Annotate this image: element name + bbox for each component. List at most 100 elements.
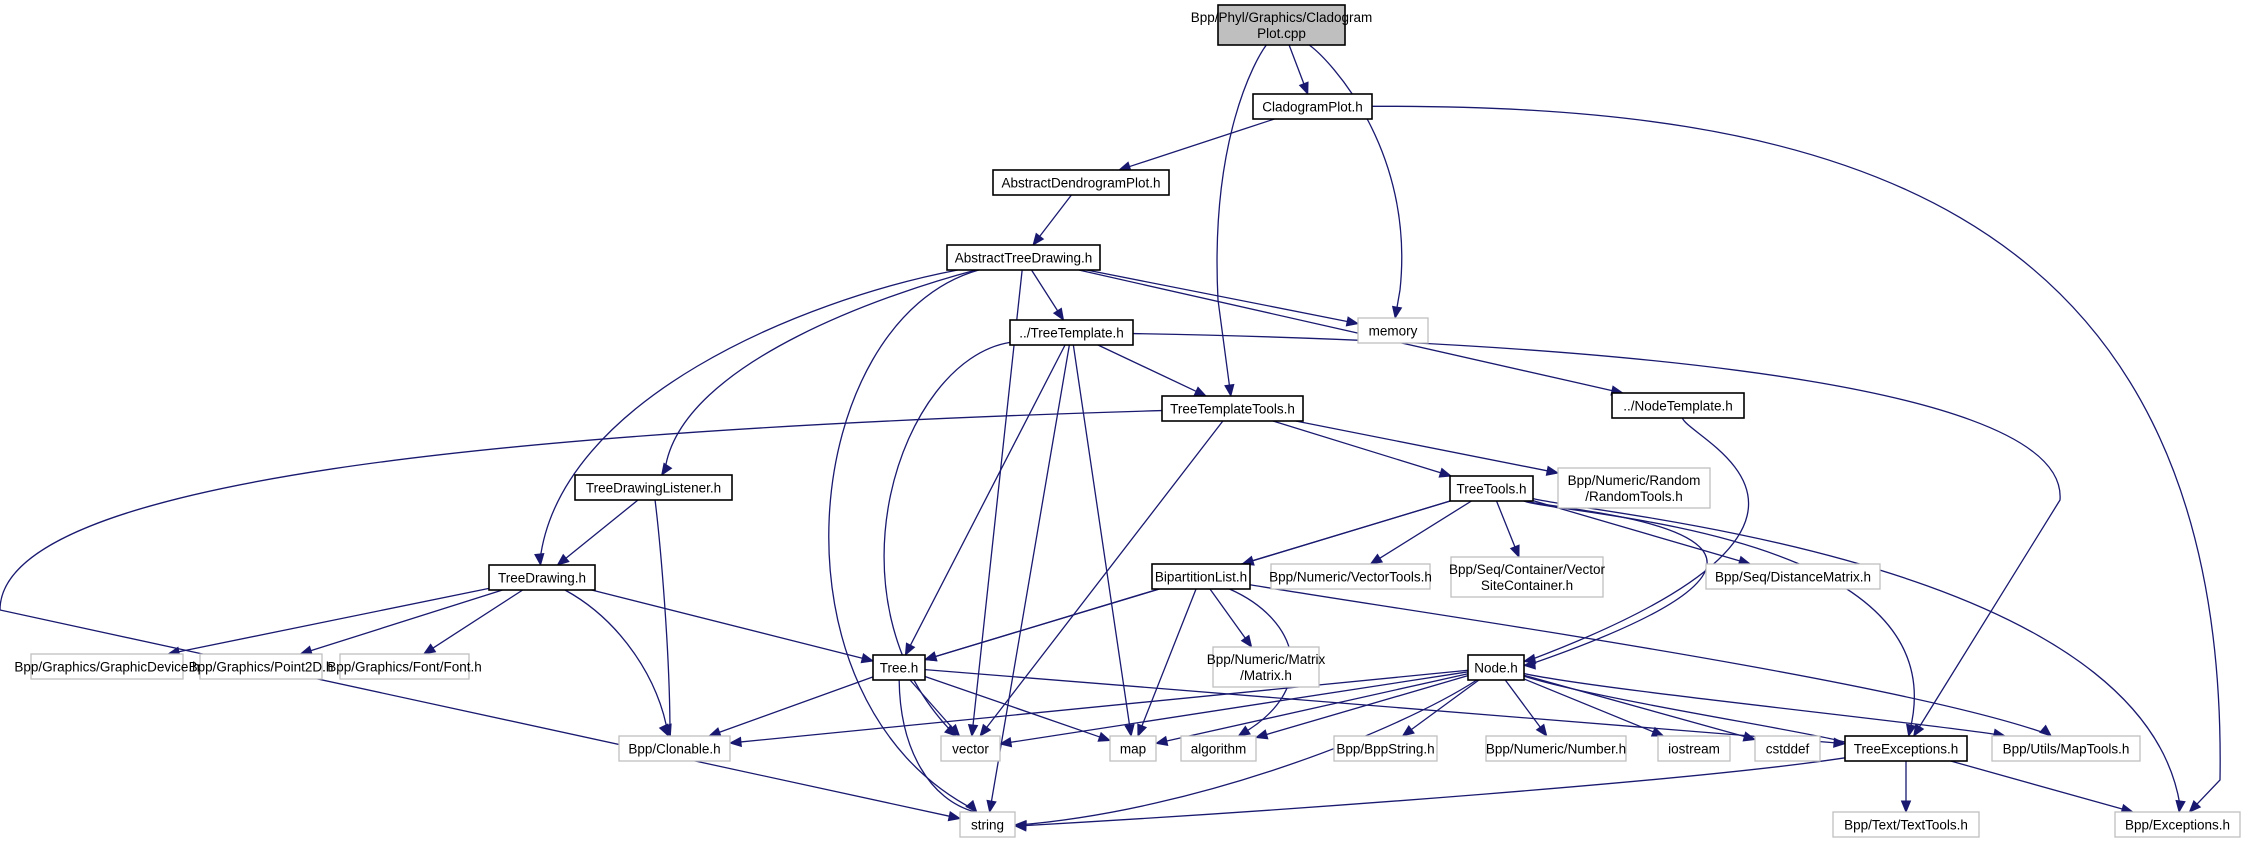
arrowhead-icon [1298, 81, 1309, 96]
node-bpp-graphics-point2d-h[interactable]: Bpp/Graphics/Point2D.h [189, 653, 334, 680]
node-bpp-graphics-graphicdevice-h[interactable]: Bpp/Graphics/GraphicDevice.h [14, 653, 200, 680]
node-treetemplate-h[interactable]: ../TreeTemplate.h [1009, 319, 1134, 346]
node-box[interactable] [1180, 735, 1257, 762]
node-box[interactable] [1705, 563, 1881, 590]
edge-bip-to-maptools [1249, 584, 2051, 736]
node-box[interactable] [946, 244, 1101, 271]
arrowhead-icon [1369, 553, 1384, 565]
node-vector[interactable]: vector [940, 735, 1001, 762]
node-label: AbstractTreeDrawing.h [955, 251, 1093, 266]
node-box[interactable] [1450, 556, 1604, 598]
node-box[interactable] [1991, 735, 2141, 762]
node-label: Tree.h [880, 661, 919, 676]
node-string[interactable]: string [959, 811, 1016, 838]
edge-bip-to-tree [935, 588, 1160, 658]
node-box[interactable] [1161, 395, 1304, 422]
node-box[interactable] [199, 653, 323, 680]
node-tree-h[interactable]: Tree.h [872, 654, 926, 681]
node-algorithm[interactable]: algorithm [1180, 735, 1257, 762]
node-bpp-numeric-vectortools-h[interactable]: Bpp/Numeric/VectorTools.h [1269, 563, 1432, 590]
node-abstracttreedrawing-h[interactable]: AbstractTreeDrawing.h [946, 244, 1101, 271]
node-bpp-phyl-graphics-cladogramplot-cpp[interactable]: Bpp/Phyl/Graphics/CladogramPlot.cpp [1191, 4, 1373, 46]
arrowhead-icon [1742, 731, 1757, 742]
arrowhead-icon [422, 643, 437, 655]
node-treetools-h[interactable]: TreeTools.h [1449, 475, 1534, 502]
node-cstddef[interactable]: cstddef [1754, 735, 1821, 762]
node-box[interactable] [1217, 4, 1346, 46]
node-bpp-bppstring-h[interactable]: Bpp/BppString.h [1333, 735, 1438, 762]
node-bpp-graphics-font-font-h[interactable]: Bpp/Graphics/Font/Font.h [327, 653, 482, 680]
arrowhead-icon [965, 799, 978, 814]
arrowhead-icon [2175, 799, 2186, 814]
node-box[interactable] [618, 735, 731, 762]
node-box[interactable] [1754, 735, 1821, 762]
node-box[interactable] [1832, 811, 1980, 838]
arrowhead-icon [1535, 723, 1548, 738]
edge-atd-to-vector [972, 269, 1023, 726]
node-box[interactable] [1212, 646, 1320, 688]
node-treedrawing-h[interactable]: TreeDrawing.h [488, 564, 596, 591]
node-box[interactable] [1109, 735, 1157, 762]
node-label: Bpp/Phyl/Graphics/Cladogram [1191, 10, 1373, 25]
node-bpp-utils-maptools-h[interactable]: Bpp/Utils/MapTools.h [1991, 735, 2141, 762]
node-box[interactable] [1844, 735, 1968, 762]
node-box[interactable] [1333, 735, 1438, 762]
edge-node-to-texc [1523, 675, 1846, 743]
node-bpp-numeric-random-randomtools-h[interactable]: Bpp/Numeric/Random/RandomTools.h [1557, 467, 1711, 509]
node-label: cstddef [1766, 742, 1810, 757]
node-memory[interactable]: memory [1357, 317, 1429, 344]
node-box[interactable] [872, 654, 926, 681]
node-box[interactable] [1151, 563, 1251, 590]
node-box[interactable] [488, 564, 596, 591]
node-bpp-numeric-matrix-matrix-h[interactable]: Bpp/Numeric/Matrix/Matrix.h [1207, 646, 1326, 688]
edge-tt-to-map [1072, 344, 1131, 726]
node-box[interactable] [1611, 392, 1745, 419]
node-box[interactable] [1557, 467, 1711, 509]
node-box[interactable] [1449, 475, 1534, 502]
node-box[interactable] [1270, 563, 1431, 590]
arrowhead-icon [1509, 544, 1520, 559]
arrowhead-icon [534, 552, 545, 567]
node-box[interactable] [1657, 735, 1731, 762]
node-bpp-exceptions-h[interactable]: Bpp/Exceptions.h [2114, 811, 2241, 838]
node-bpp-text-texttools-h[interactable]: Bpp/Text/TextTools.h [1832, 811, 1980, 838]
node-treedrawinglistener-h[interactable]: TreeDrawingListener.h [574, 474, 733, 501]
node-box[interactable] [1009, 319, 1134, 346]
node-label: vector [952, 742, 989, 757]
node-bpp-seq-distancematrix-h[interactable]: Bpp/Seq/DistanceMatrix.h [1705, 563, 1881, 590]
edge-tdl-to-td [565, 499, 639, 559]
edge-nt-to-node [1529, 417, 1750, 661]
node-box[interactable] [1252, 93, 1373, 120]
arrowhead-icon [1900, 800, 1912, 814]
node-map[interactable]: map [1109, 735, 1157, 762]
node-label: Bpp/Seq/DistanceMatrix.h [1715, 570, 1871, 585]
node-treetemplatetools-h[interactable]: TreeTemplateTools.h [1161, 395, 1304, 422]
node-box[interactable] [1467, 654, 1525, 681]
arrowhead-icon [904, 642, 916, 657]
edge-node-to-vector [1010, 671, 1469, 743]
edge-tree-to-map [924, 675, 1100, 738]
node-bpp-clonable-h[interactable]: Bpp/Clonable.h [618, 735, 731, 762]
node-label: SiteContainer.h [1481, 578, 1573, 593]
node-box[interactable] [992, 169, 1170, 196]
node-box[interactable] [1485, 735, 1627, 762]
node-bpp-numeric-number-h[interactable]: Bpp/Numeric/Number.h [1485, 735, 1627, 762]
arrowhead-icon [1052, 307, 1065, 322]
node-box[interactable] [1357, 317, 1429, 344]
node-cladogramplot-h[interactable]: CladogramPlot.h [1252, 93, 1373, 120]
node-node-h[interactable]: Node.h [1467, 654, 1525, 681]
node-box[interactable] [959, 811, 1016, 838]
node-box[interactable] [574, 474, 733, 501]
node-iostream[interactable]: iostream [1657, 735, 1731, 762]
edge-tt-to-texc [1132, 332, 2061, 727]
edge-tt-to-string [990, 344, 1071, 802]
node-box[interactable] [2114, 811, 2241, 838]
node-box[interactable] [30, 653, 184, 680]
node-bipartitionlist-h[interactable]: BipartitionList.h [1151, 563, 1251, 590]
node-abstractdendrogramplot-h[interactable]: AbstractDendrogramPlot.h [992, 169, 1170, 196]
node-box[interactable] [339, 653, 470, 680]
node-nodetemplate-h[interactable]: ../NodeTemplate.h [1611, 392, 1745, 419]
node-box[interactable] [940, 735, 1001, 762]
node-treeexceptions-h[interactable]: TreeExceptions.h [1844, 735, 1968, 762]
